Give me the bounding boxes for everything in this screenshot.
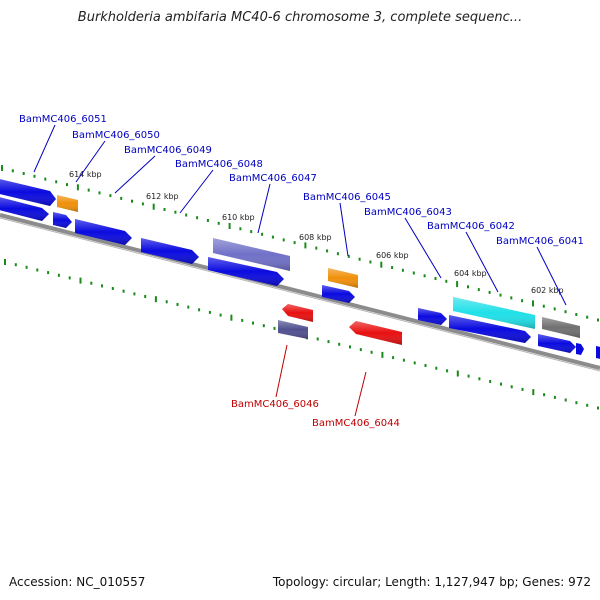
- reverse-label-connectors: [275, 344, 367, 417]
- scale-labels: 614 kbp 612 kbp 610 kbp 608 kbp 606 kbp …: [69, 170, 564, 295]
- gene-label-6044[interactable]: BamMC406_6044: [312, 418, 400, 429]
- scale-label: 610 kbp: [222, 213, 255, 222]
- genes-forward-inner: [0, 197, 600, 360]
- gene-label-6046[interactable]: BamMC406_6046: [231, 399, 319, 410]
- accession-text: Accession: NC_010557: [9, 575, 146, 589]
- scale-label: 602 kbp: [531, 286, 564, 295]
- scale-label: 612 kbp: [146, 192, 179, 201]
- reverse-gene-labels: BamMC406_6046 BamMC406_6044: [231, 399, 400, 429]
- genes-reverse: [278, 304, 402, 345]
- gene-label-6048[interactable]: BamMC406_6048: [175, 159, 263, 170]
- forward-gene-labels: BamMC406_6051 BamMC406_6050 BamMC406_604…: [19, 114, 584, 247]
- gene-label-6041[interactable]: BamMC406_6041: [496, 236, 584, 247]
- gene-label-6042[interactable]: BamMC406_6042: [427, 221, 515, 232]
- page-title: Burkholderia ambifaria MC40-6 chromosome…: [77, 10, 523, 25]
- scale-label: 608 kbp: [299, 233, 332, 242]
- gene-label-6050[interactable]: BamMC406_6050: [72, 130, 160, 141]
- gene-label-6047[interactable]: BamMC406_6047: [229, 173, 317, 184]
- scale-ticks-upper: [1, 165, 599, 322]
- chromosome-backbone: [0, 213, 600, 370]
- gene-edge[interactable]: [576, 343, 584, 355]
- topology-text: Topology: circular; Length: 1,127,947 bp…: [272, 575, 591, 589]
- gene-label-6043[interactable]: BamMC406_6043: [364, 207, 452, 218]
- gene-label-6051[interactable]: BamMC406_6051: [19, 114, 107, 125]
- gene-edge-2[interactable]: [596, 346, 600, 360]
- scale-label: 604 kbp: [454, 269, 487, 278]
- genes-forward-outer: [0, 179, 580, 338]
- chromosome-backbone-shadow: [0, 217, 600, 372]
- scale-label: 606 kbp: [376, 251, 409, 260]
- forward-label-connectors: [33, 124, 567, 306]
- scale-label: 614 kbp: [69, 170, 102, 179]
- gene-label-6049[interactable]: BamMC406_6049: [124, 145, 212, 156]
- gene-label-6045[interactable]: BamMC406_6045: [303, 192, 391, 203]
